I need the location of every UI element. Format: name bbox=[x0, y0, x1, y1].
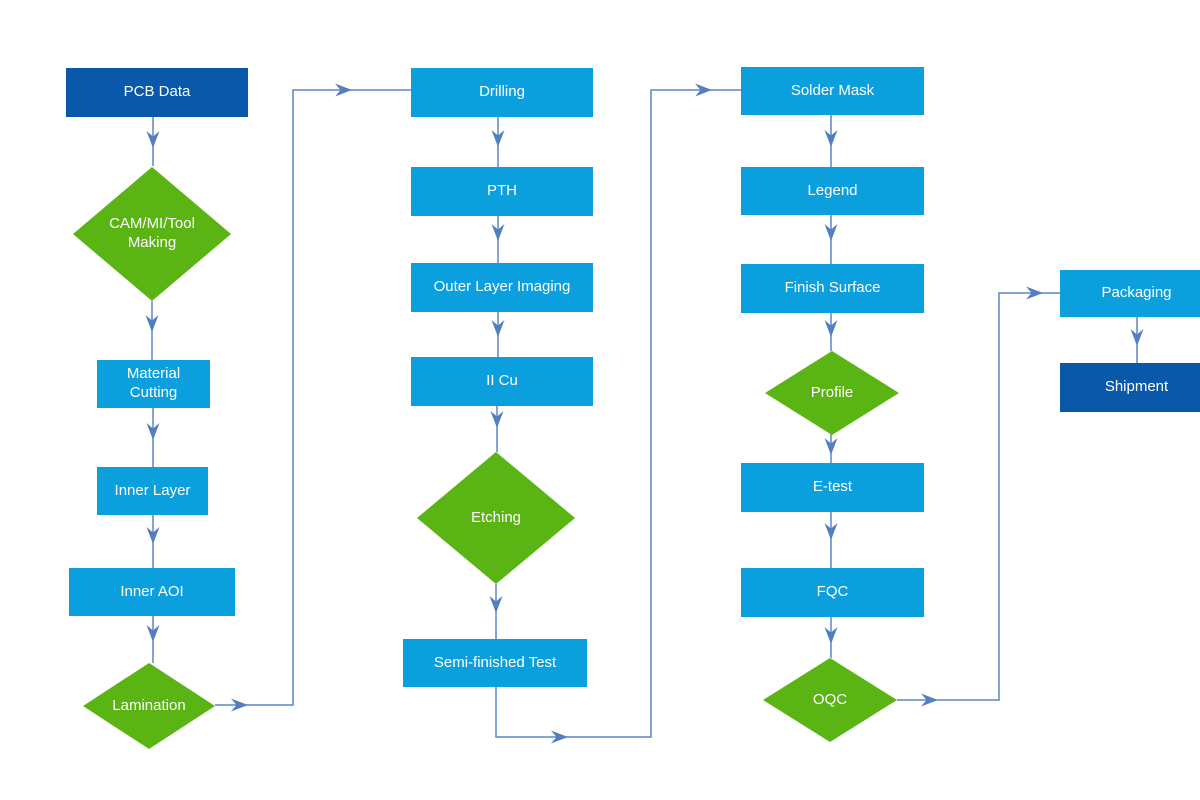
node-pth: PTH bbox=[411, 167, 593, 216]
node-shipment: Shipment bbox=[1060, 363, 1200, 412]
edge-finish-surface-to-profile bbox=[824, 313, 838, 351]
node-drilling: Drilling bbox=[411, 68, 593, 117]
edge-solder-mask-to-legend bbox=[824, 115, 838, 167]
node-label: II Cu bbox=[486, 372, 518, 390]
node-finish-surface: Finish Surface bbox=[741, 264, 924, 313]
diamond-shape-icon bbox=[765, 351, 899, 435]
node-label: E-test bbox=[812, 478, 853, 496]
node-label: Profile bbox=[810, 383, 854, 401]
diamond-shape-icon bbox=[417, 452, 575, 584]
edge-ii-cu-to-etching bbox=[490, 406, 504, 452]
node-profile: Profile bbox=[765, 351, 899, 435]
diamond-shape-icon bbox=[763, 658, 897, 742]
node-label: Drilling bbox=[479, 83, 525, 101]
node-solder-mask: Solder Mask bbox=[741, 67, 924, 115]
edge-pth-to-outer-layer-imaging bbox=[491, 216, 505, 263]
node-label: Shipment bbox=[1104, 378, 1169, 396]
node-fqc: FQC bbox=[741, 568, 924, 617]
node-label: FQC bbox=[816, 583, 849, 601]
node-oqc: OQC bbox=[763, 658, 897, 742]
node-label: PTH bbox=[487, 182, 517, 200]
node-etching: Etching bbox=[417, 452, 575, 584]
edge-etching-to-semi-finished-test bbox=[489, 584, 503, 639]
node-ii-cu: II Cu bbox=[411, 357, 593, 406]
node-label: Inner Layer bbox=[114, 481, 191, 499]
node-label: Etching bbox=[470, 508, 522, 526]
edge-material-cutting-to-inner-layer bbox=[146, 408, 160, 467]
node-cam-mi-tool-making: CAM/MI/Tool Making bbox=[73, 167, 231, 301]
edge-e-test-to-fqc bbox=[824, 512, 838, 568]
edge-cam-to-material-cutting bbox=[145, 301, 159, 360]
edge-packaging-to-shipment bbox=[1130, 317, 1144, 363]
edge-lamination-to-drilling bbox=[215, 83, 411, 712]
edge-semi-finished-test-to-solder-mask bbox=[495, 83, 741, 744]
node-material-cutting: Material Cutting bbox=[97, 360, 210, 408]
edge-oqc-to-packaging bbox=[897, 286, 1060, 707]
edge-legend-to-finish-surface bbox=[824, 215, 838, 264]
node-pcb-data: PCB Data bbox=[66, 68, 248, 117]
edge-inner-layer-to-inner-aoi bbox=[146, 515, 160, 568]
node-label: Material Cutting bbox=[126, 365, 181, 401]
node-label: Finish Surface bbox=[784, 279, 881, 297]
edge-inner-aoi-to-lamination bbox=[146, 616, 160, 663]
node-inner-aoi: Inner AOI bbox=[69, 568, 235, 616]
node-legend: Legend bbox=[741, 167, 924, 215]
node-packaging: Packaging bbox=[1060, 270, 1200, 317]
node-label: Solder Mask bbox=[790, 81, 875, 99]
node-outer-layer-imaging: Outer Layer Imaging bbox=[411, 263, 593, 312]
edge-fqc-to-oqc bbox=[824, 617, 838, 658]
node-inner-layer: Inner Layer bbox=[97, 467, 208, 515]
edge-pcb-data-to-cam bbox=[146, 117, 160, 166]
node-label: CAM/MI/Tool Making bbox=[109, 215, 195, 251]
edge-drilling-to-pth bbox=[491, 117, 505, 167]
node-e-test: E-test bbox=[741, 463, 924, 512]
edge-outer-layer-imaging-to-ii-cu bbox=[491, 312, 505, 357]
diamond-shape-icon bbox=[73, 167, 231, 301]
node-label: Packaging bbox=[1101, 284, 1172, 302]
node-label: Inner AOI bbox=[120, 582, 184, 600]
node-semi-finished-test: Semi-finished Test bbox=[403, 639, 587, 687]
node-lamination: Lamination bbox=[83, 663, 215, 749]
edge-profile-to-e-test bbox=[824, 434, 838, 463]
node-label: Outer Layer Imaging bbox=[433, 278, 571, 296]
node-label: Lamination bbox=[112, 696, 186, 714]
diamond-shape-icon bbox=[83, 663, 215, 749]
node-label: Semi-finished Test bbox=[433, 653, 557, 671]
node-label: PCB Data bbox=[123, 83, 191, 101]
node-label: Legend bbox=[807, 181, 858, 199]
node-label: OQC bbox=[812, 690, 848, 708]
